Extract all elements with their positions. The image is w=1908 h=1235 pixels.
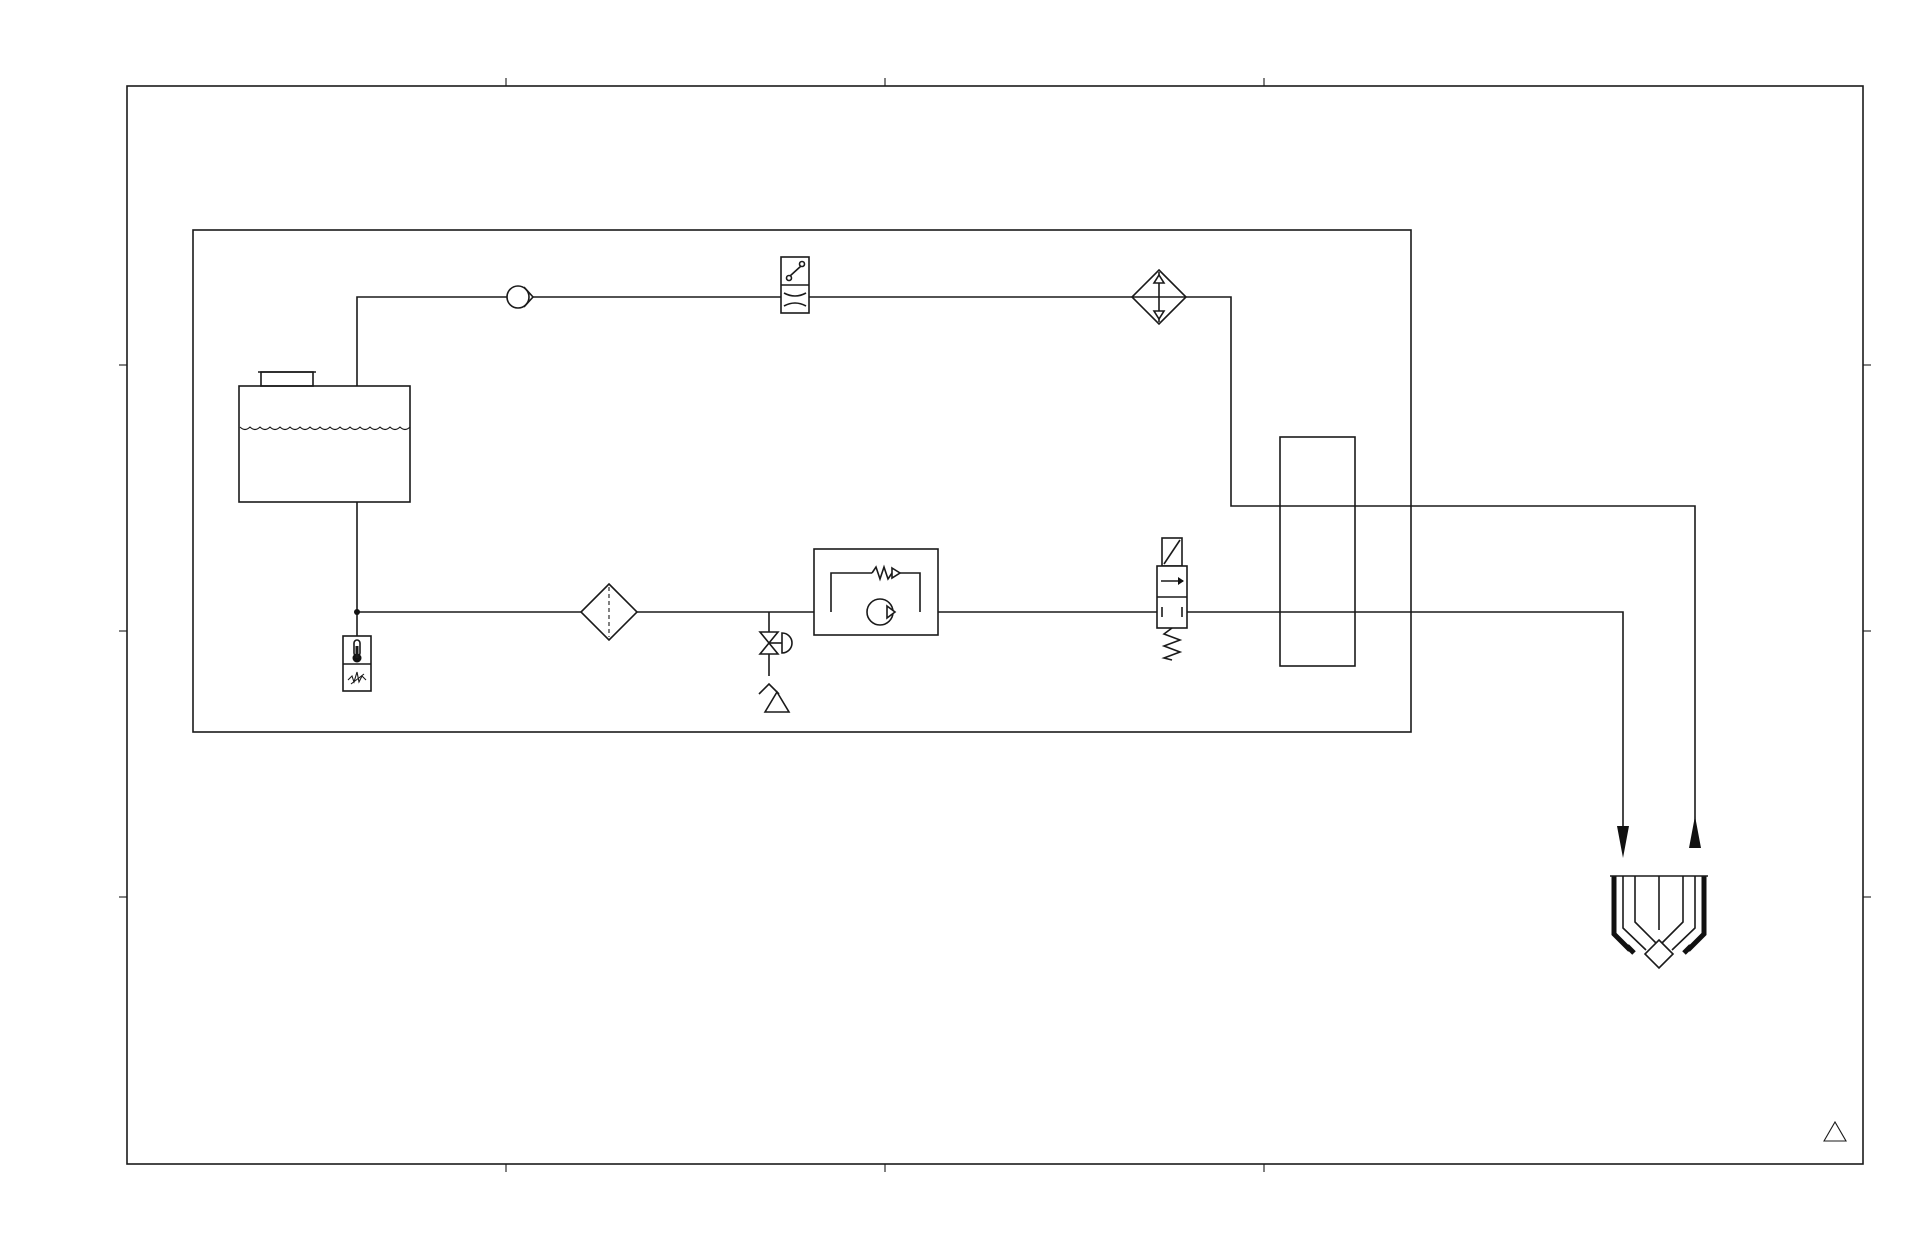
reservoir-tank-icon (238, 371, 411, 503)
heat-exchanger-icon (1130, 268, 1188, 326)
filter-icon (579, 582, 639, 642)
connector-block-icon (1279, 436, 1356, 667)
flow-switch-icon (780, 256, 810, 314)
piping (354, 296, 1696, 835)
pump-with-relief-valve-icon (813, 548, 939, 636)
drain-valve-icon (758, 631, 793, 713)
cooled-device-icon (1610, 875, 1708, 970)
warning-triangle-icon (1823, 1120, 1847, 1142)
flow-arrows (1617, 816, 1701, 858)
unit-enclosure (192, 229, 1412, 733)
check-valve-icon (506, 285, 535, 309)
drawing-border (119, 78, 1871, 1172)
thermometer-icon (342, 635, 372, 692)
solenoid-valve-icon (1156, 537, 1188, 661)
